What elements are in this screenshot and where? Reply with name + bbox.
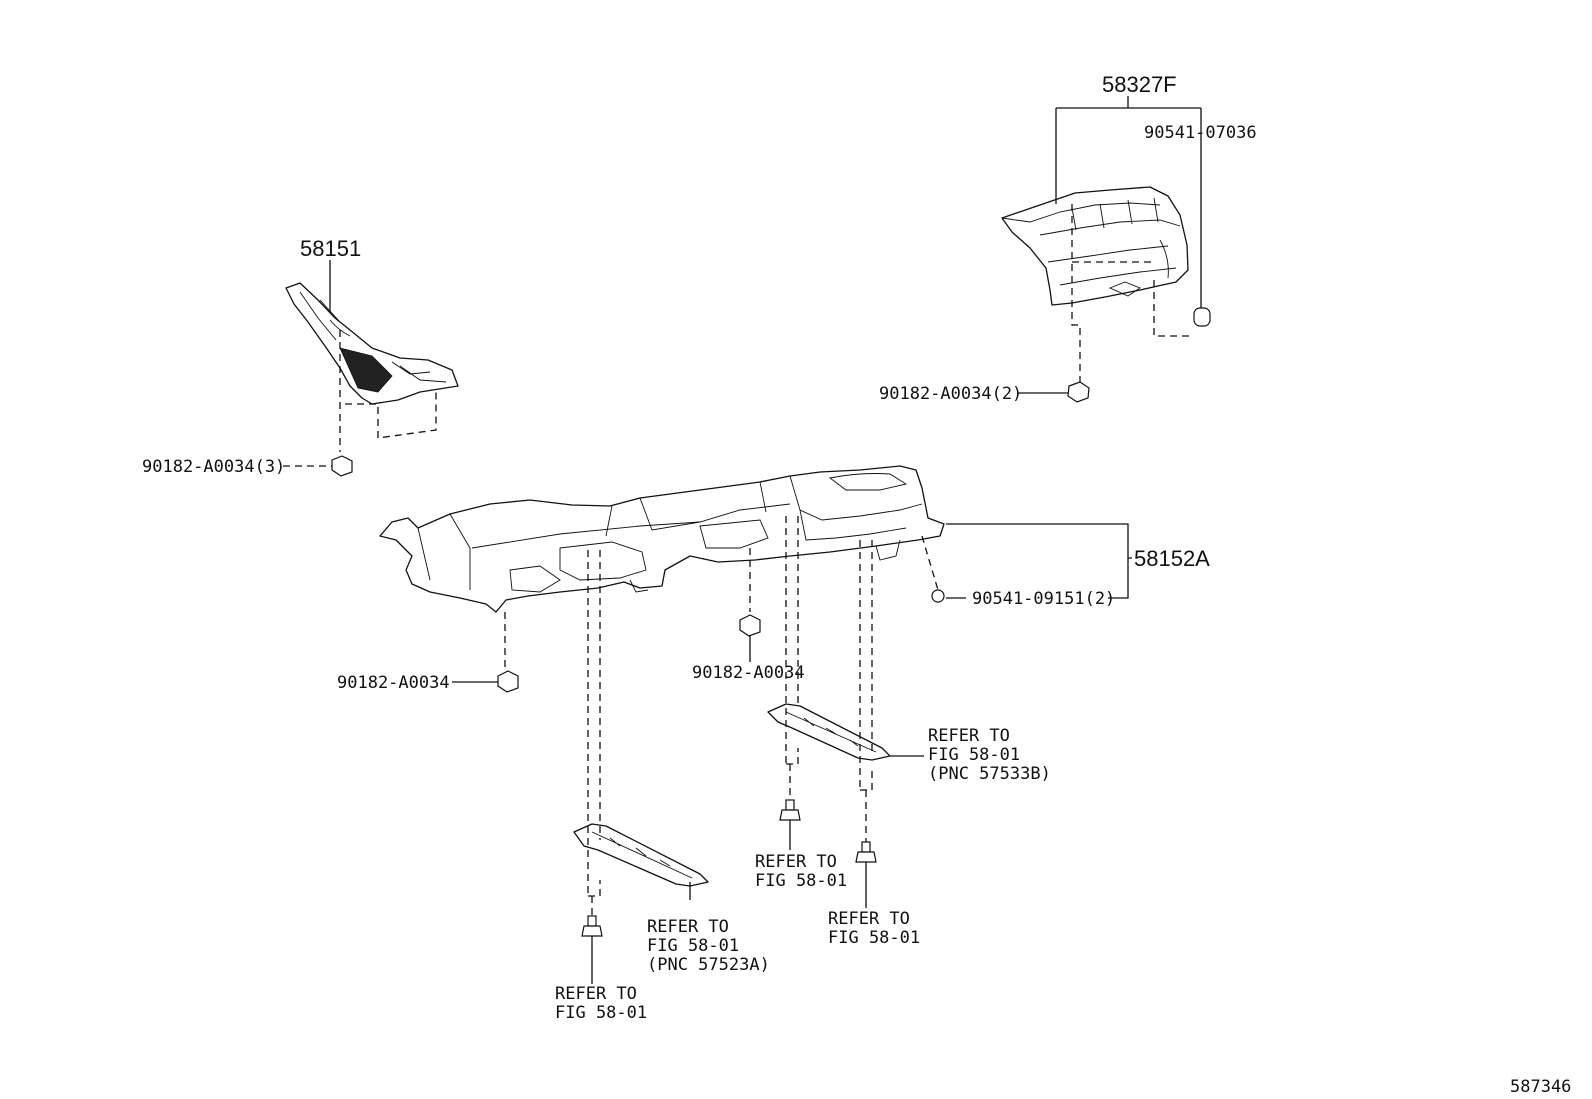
refer-to-57523a-pnc: (PNC 57523A) bbox=[647, 955, 770, 975]
grommet-90541-07036[interactable] bbox=[1193, 307, 1211, 327]
refer-to-57523a-line2: FIG 58-01 bbox=[647, 936, 739, 956]
heat-insulator-58152a[interactable] bbox=[379, 465, 945, 613]
refer-to-bolt-lower-left-line2: FIG 58-01 bbox=[555, 1003, 647, 1023]
refer-to-57533b-line2: FIG 58-01 bbox=[928, 745, 1020, 765]
label-90182-a0034-2: 90182-A0034(2) bbox=[879, 384, 1022, 404]
nut-90182-a0034-2[interactable] bbox=[1067, 381, 1090, 403]
bolt-middle[interactable] bbox=[779, 799, 801, 821]
label-90182-a0034-left: 90182-A0034 bbox=[337, 673, 450, 693]
grommet-90541-09151-2[interactable] bbox=[931, 589, 945, 603]
brace-57523a[interactable] bbox=[573, 823, 709, 887]
label-58152a: 58152A bbox=[1134, 546, 1210, 571]
bolt-right[interactable] bbox=[855, 841, 877, 863]
refer-to-57533b-pnc: (PNC 57533B) bbox=[928, 764, 1051, 784]
heat-insulator-58327f[interactable] bbox=[1001, 186, 1189, 306]
label-58151: 58151 bbox=[300, 236, 361, 261]
label-90182-a0034-3: 90182-A0034(3) bbox=[142, 457, 285, 477]
refer-to-57533b-line1: REFER TO bbox=[928, 726, 1010, 746]
heat-insulator-58151[interactable] bbox=[285, 282, 459, 405]
refer-to-57523a-line1: REFER TO bbox=[647, 917, 729, 937]
label-90541-07036: 90541-07036 bbox=[1144, 123, 1257, 143]
refer-to-bolt-right-line1: REFER TO bbox=[828, 909, 910, 929]
refer-to-bolt-middle-line2: FIG 58-01 bbox=[755, 871, 847, 891]
refer-to-bolt-right-line2: FIG 58-01 bbox=[828, 928, 920, 948]
refer-to-bolt-middle-line1: REFER TO bbox=[755, 852, 837, 872]
nut-90182-a0034-mid[interactable] bbox=[739, 614, 761, 637]
refer-to-bolt-lower-left-line1: REFER TO bbox=[555, 984, 637, 1004]
label-90541-09151-2: 90541-09151(2) bbox=[972, 589, 1115, 609]
nut-90182-a0034-left[interactable] bbox=[497, 670, 519, 693]
label-90182-a0034-mid: 90182-A0034 bbox=[692, 663, 805, 683]
nut-90182-a0034-3[interactable] bbox=[331, 455, 353, 477]
bolt-lower-left[interactable] bbox=[581, 915, 603, 937]
figure-id: 587346 bbox=[1510, 1077, 1571, 1097]
label-58327f: 58327F bbox=[1102, 72, 1177, 97]
